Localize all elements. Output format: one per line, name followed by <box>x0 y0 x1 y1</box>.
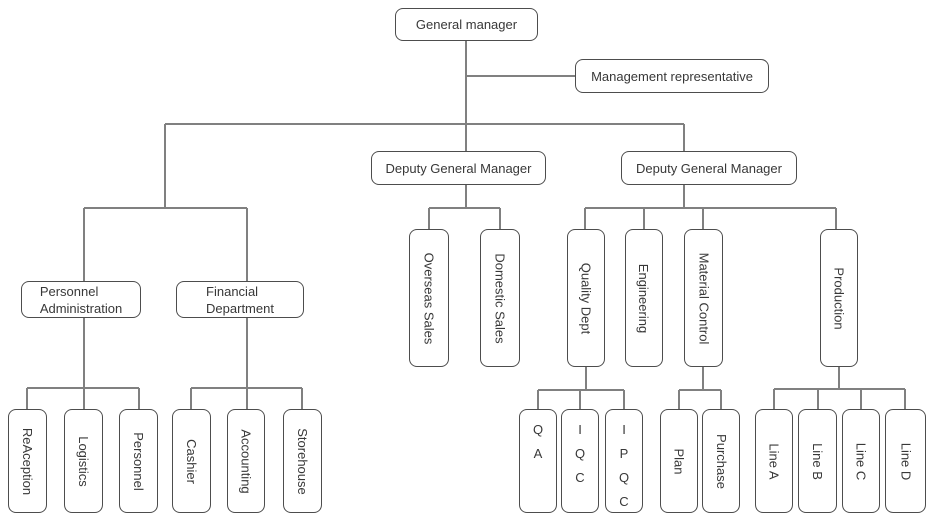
node-label: Management representative <box>591 68 753 84</box>
node-label: Personnel Administration <box>39 283 123 316</box>
node-label: Production <box>831 266 847 330</box>
node-label: Personnel <box>131 431 147 491</box>
node-label: Logistics <box>76 435 92 487</box>
node-label: Financial Department <box>206 283 274 316</box>
node-label: Domestic Sales <box>492 252 508 344</box>
node-purchase[interactable]: Purchase <box>702 409 740 513</box>
node-label: Storehouse <box>295 427 310 495</box>
node-personnel[interactable]: Personnel <box>119 409 158 513</box>
node-cashier[interactable]: Cashier <box>172 409 211 513</box>
node-reaception[interactable]: ReAception <box>8 409 47 513</box>
node-label: Overseas Sales <box>421 252 437 344</box>
node-line-a[interactable]: Line A <box>755 409 793 513</box>
node-label: Material Control <box>696 252 712 344</box>
node-deputy-general-manager-2[interactable]: Deputy General Manager <box>621 151 797 185</box>
node-storehouse[interactable]: Storehouse <box>283 409 322 513</box>
node-financial-department[interactable]: Financial Department <box>176 281 304 318</box>
node-label: Plan <box>671 447 687 475</box>
node-general-manager[interactable]: General manager <box>395 8 538 41</box>
node-label: Deputy General Manager <box>636 160 782 176</box>
node-ipqc[interactable]: I P Q C <box>605 409 643 513</box>
node-domestic-sales[interactable]: Domestic Sales <box>480 229 520 367</box>
node-deputy-general-manager-1[interactable]: Deputy General Manager <box>371 151 546 185</box>
node-logistics[interactable]: Logistics <box>64 409 103 513</box>
node-material-control[interactable]: Material Control <box>684 229 723 367</box>
node-line-d[interactable]: Line D <box>885 409 926 513</box>
node-label: General manager <box>415 17 518 32</box>
node-line-b[interactable]: Line B <box>798 409 837 513</box>
node-label: Line C <box>853 442 869 480</box>
node-label: Q A <box>532 422 544 461</box>
node-label: Deputy General Manager <box>385 160 532 176</box>
node-engineering[interactable]: Engineering <box>625 229 663 367</box>
node-label: Accounting <box>238 428 254 494</box>
node-label: Line B <box>810 442 825 480</box>
node-label: I Q C <box>574 422 586 485</box>
node-personnel-administration[interactable]: Personnel Administration <box>21 281 141 318</box>
node-quality-dept[interactable]: Quality Dept <box>567 229 605 367</box>
node-overseas-sales[interactable]: Overseas Sales <box>409 229 449 367</box>
node-label: Cashier <box>184 438 200 484</box>
node-plan[interactable]: Plan <box>660 409 698 513</box>
node-production[interactable]: Production <box>820 229 858 367</box>
node-label: Quality Dept <box>578 262 594 334</box>
node-label: Purchase <box>713 433 729 489</box>
node-label: Line A <box>766 442 782 480</box>
node-label: ReAception <box>20 427 35 495</box>
node-label: Engineering <box>636 263 652 333</box>
node-accounting[interactable]: Accounting <box>227 409 265 513</box>
node-qa[interactable]: Q A <box>519 409 557 513</box>
node-label: I P Q C <box>618 422 630 509</box>
node-line-c[interactable]: Line C <box>842 409 880 513</box>
node-iqc[interactable]: I Q C <box>561 409 599 513</box>
node-label: Line D <box>897 442 913 480</box>
node-management-representative[interactable]: Management representative <box>575 59 769 93</box>
